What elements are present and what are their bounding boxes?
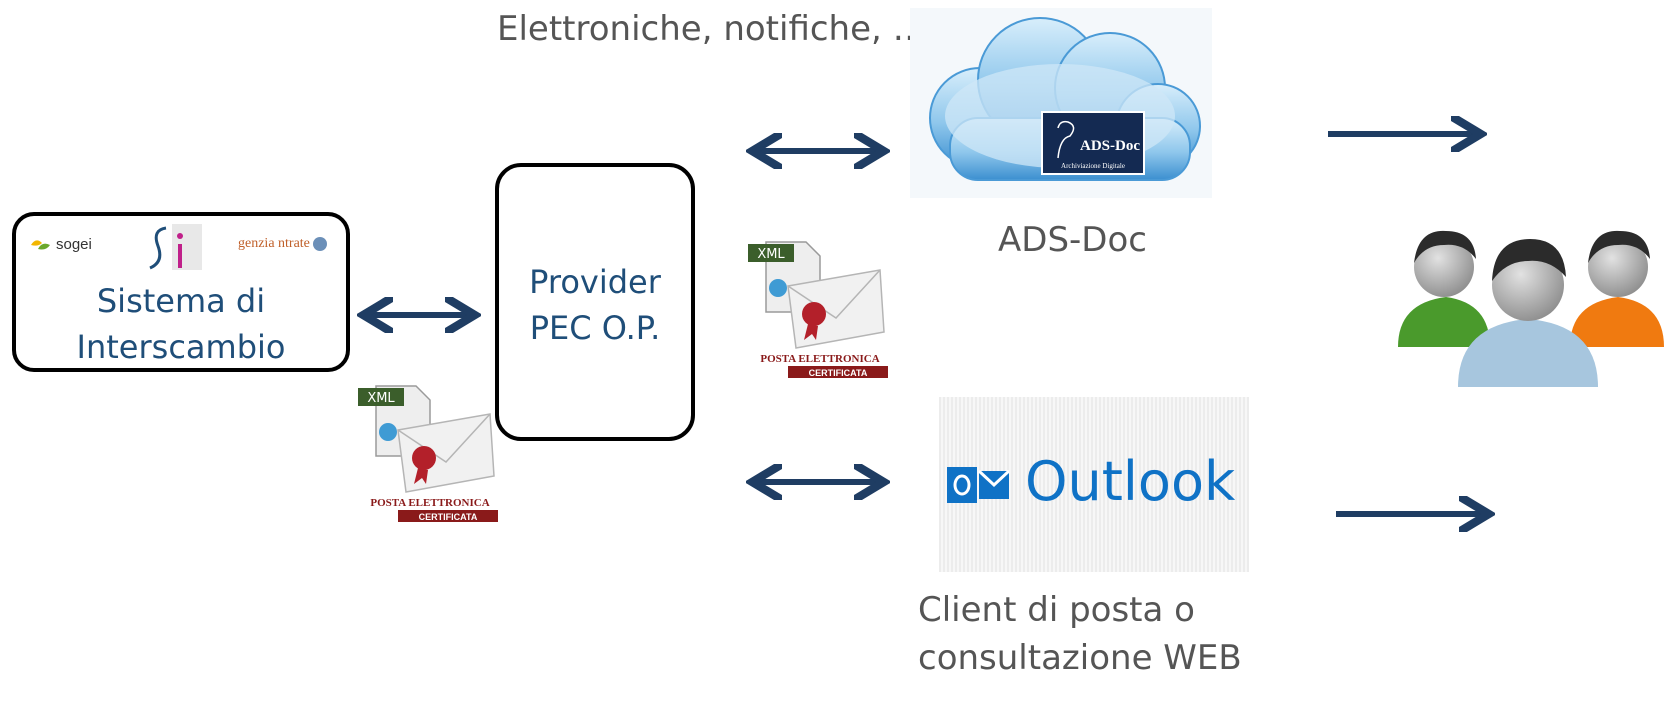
agenzia-entrate-logo: genzia ntrate	[238, 236, 328, 252]
ads-doc-logo-subtext: Archiviazione Digitale	[1061, 162, 1125, 170]
sogei-logo: sogei	[30, 236, 92, 253]
sdi-label-line2: Interscambio	[76, 328, 286, 366]
pec-xml-tag: XML	[757, 247, 785, 262]
provider-pec-box: Provider PEC O.P.	[495, 163, 695, 441]
provider-label: Provider PEC O.P.	[499, 259, 691, 351]
pec-line1: POSTA ELETTRONICA	[370, 497, 489, 509]
pec-line2: CERTIFICATA	[809, 368, 868, 378]
pec-xml-tag: XML	[367, 391, 395, 406]
outlook-wordmark: Outlook	[1025, 450, 1236, 513]
sdi-label: Sistema di Interscambio	[16, 278, 346, 370]
ads-doc-label: ADS-Doc	[998, 220, 1147, 260]
outlook-icon	[947, 467, 1009, 503]
client-label-line2: consultazione WEB	[918, 638, 1242, 678]
sogei-logo-text: sogei	[56, 236, 92, 253]
agenzia-entrate-logo-text: genzia ntrate	[238, 236, 310, 251]
sdi-logo	[149, 224, 202, 270]
pec-line2: CERTIFICATA	[419, 512, 478, 522]
sdi-box: sogei genzia ntrate Sistema di Interscam…	[12, 212, 350, 372]
sogei-leaf-icon	[31, 240, 50, 250]
users-icon	[1398, 230, 1664, 387]
client-label: Client di posta o consultazione WEB	[918, 586, 1242, 682]
top-caption: Elettroniche, notifiche, …	[497, 9, 927, 49]
provider-label-line2: PEC O.P.	[529, 309, 661, 347]
client-label-line1: Client di posta o	[918, 590, 1195, 630]
provider-label-line1: Provider	[529, 263, 661, 301]
sdi-label-line1: Sistema di	[96, 282, 266, 320]
pec-message-icon: XML POSTA ELETTRONICA CERTIFICATA	[358, 385, 498, 522]
ads-doc-logo-text: ADS-Doc	[1080, 138, 1140, 154]
ads-doc-cloud-icon: ADS-Doc Archiviazione Digitale	[910, 8, 1212, 198]
pec-message-icon-2: XML POSTA ELETTRONICA CERTIFICATA	[748, 241, 888, 378]
emblem-icon	[313, 236, 328, 251]
outlook-panel: Outlook	[939, 397, 1249, 572]
pec-line1: POSTA ELETTRONICA	[760, 353, 879, 365]
